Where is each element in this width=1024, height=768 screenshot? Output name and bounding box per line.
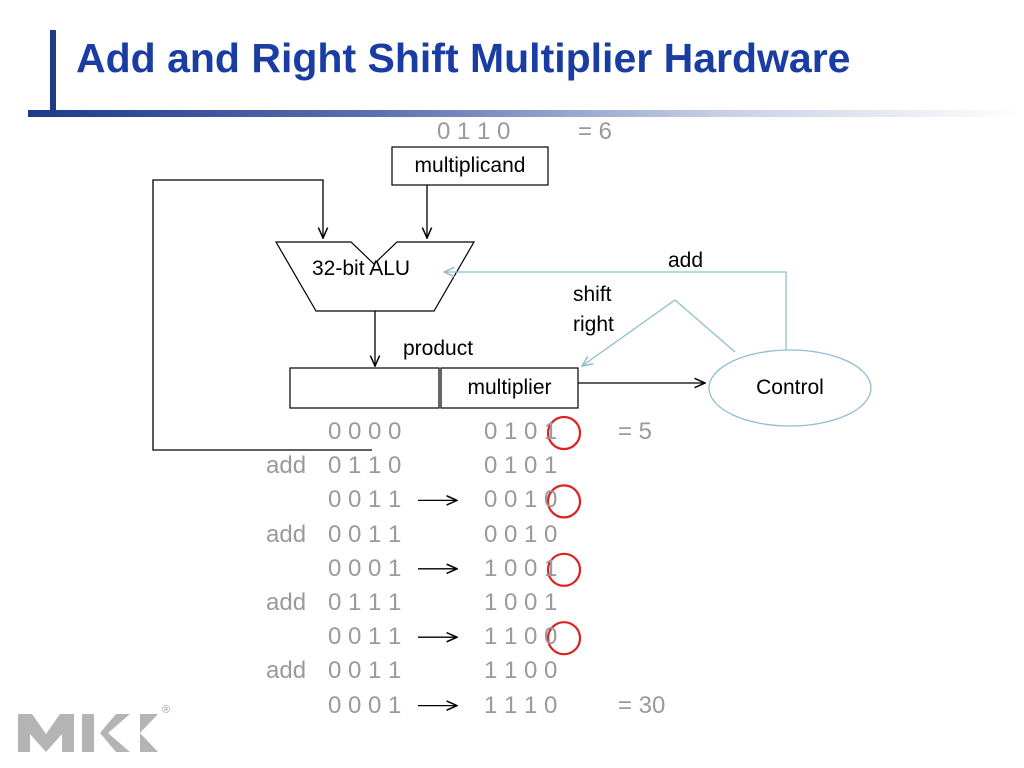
- trace-product-value: 0 0 0 0: [328, 418, 402, 445]
- control-add-line: [444, 272, 787, 350]
- trace-multiplier-value: 1 1 1 0: [484, 691, 558, 719]
- trace-equals-note: = 5: [618, 418, 653, 445]
- lsb-circle-highlight: [546, 484, 582, 519]
- trace-product-value: 0 0 0 1: [328, 554, 402, 582]
- trace-multiplier-value: 1 1 0 0: [484, 657, 558, 685]
- trace-product-value: 0 0 0 1: [328, 691, 402, 719]
- lsb-circle-highlight: [546, 621, 582, 656]
- alu-label: 32-bit ALU: [312, 257, 411, 280]
- trace-multiplier-value: 0 0 1 0: [484, 520, 558, 548]
- multiplier-register-box: [440, 367, 579, 409]
- product-label: product: [403, 337, 474, 360]
- add-signal-label: add: [668, 249, 704, 272]
- multiplicand-label: multiplicand: [414, 154, 526, 177]
- multiplicand-box: [391, 146, 549, 186]
- title-accent-bar: [50, 30, 56, 112]
- trace-multiplier-value: 0 1 0 1: [484, 452, 558, 480]
- multiplicand-value: 0 1 1 0: [437, 118, 511, 145]
- feedback-loop-arrow: [152, 179, 372, 451]
- trace-multiplier-value: 0 0 1 0: [484, 486, 558, 514]
- trace-op-label: add: [266, 589, 307, 616]
- shift-signal-label: shift: [573, 283, 612, 306]
- trace-marks: [418, 415, 582, 706]
- alu-shape: [274, 241, 476, 312]
- trace-product-value: 0 1 1 0: [328, 452, 402, 480]
- trace-op-label: add: [266, 657, 307, 685]
- registered-mark: ®: [162, 704, 171, 716]
- product-register-box: [289, 367, 440, 409]
- trace-multiplier-value: 1 0 0 1: [484, 589, 558, 616]
- trace-product-value: 0 0 1 1: [328, 623, 402, 651]
- control-shift-line: [582, 299, 736, 366]
- right-signal-label: right: [573, 313, 614, 336]
- multiplier-label: multiplier: [467, 376, 552, 399]
- trace-multiplier-value: 1 0 0 1: [484, 554, 558, 582]
- trace-product-value: 0 0 1 1: [328, 657, 402, 685]
- trace-op-label: add: [266, 520, 307, 548]
- lsb-circle-highlight: [546, 552, 582, 587]
- slide-title: Add and Right Shift Multiplier Hardware: [76, 35, 851, 81]
- trace-op-label: add: [266, 452, 307, 480]
- trace-multiplier-value: 1 1 0 0: [484, 623, 558, 651]
- multiplicand-equals: = 6: [578, 118, 613, 145]
- trace-product-value: 0 0 1 1: [328, 486, 402, 514]
- trace-product-value: 0 0 1 1: [328, 520, 402, 548]
- lsb-circle-highlight: [546, 415, 582, 451]
- control-ellipse: [708, 349, 872, 427]
- control-label: Control: [756, 376, 824, 399]
- trace-product-value: 0 1 1 1: [328, 589, 402, 616]
- trace-equals-note: = 30: [618, 691, 666, 719]
- trace-multiplier-value: 0 1 0 1: [484, 418, 558, 445]
- title-underline-bar: [28, 110, 1024, 117]
